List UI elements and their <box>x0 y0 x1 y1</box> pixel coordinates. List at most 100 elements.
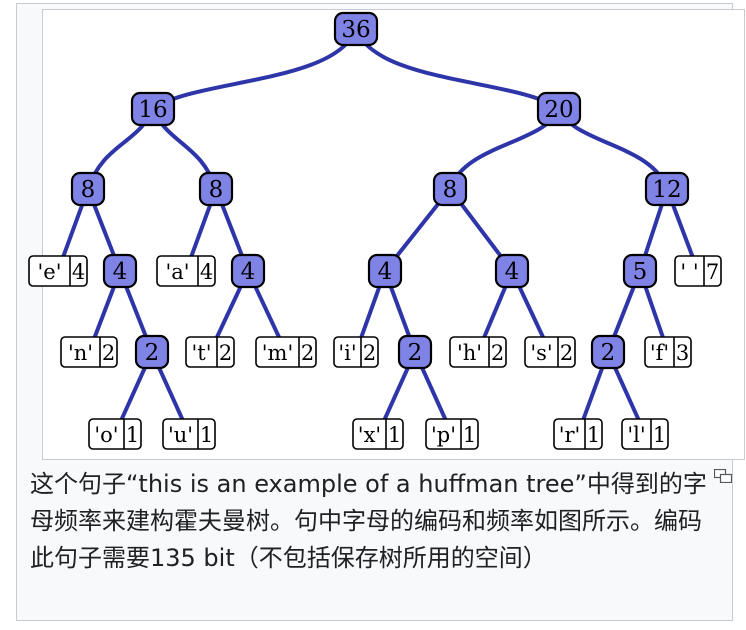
leaf-char: 'n' <box>68 341 93 365</box>
leaf-node-p: 'p'1 <box>425 418 479 450</box>
node-box <box>230 253 266 289</box>
leaf-box <box>352 418 404 450</box>
node-box <box>432 171 468 207</box>
leaf-box <box>644 336 692 368</box>
node-weight: 16 <box>138 97 167 123</box>
leaf-frequency: 3 <box>676 341 689 365</box>
node-box <box>130 91 176 127</box>
node-weight: 4 <box>378 259 393 285</box>
node-weight: 4 <box>241 259 256 285</box>
internal-node-4: 4 <box>494 253 530 289</box>
internal-node-4: 4 <box>102 253 138 289</box>
internal-node-8: 8 <box>198 171 234 207</box>
leaf-frequency: 1 <box>653 423 666 447</box>
leaf-node-n: 'n' 2 <box>60 336 118 368</box>
node-weight: 2 <box>601 340 616 366</box>
node-box <box>367 253 403 289</box>
internal-node-2: 2 <box>397 334 433 370</box>
internal-node-5: 5 <box>622 253 658 289</box>
tree-leaves: 'e'4'a'4' '7'n'2't'2'm'2'i'2'h'2's'2'f'3… <box>28 255 722 450</box>
internal-node-8: 8 <box>432 171 468 207</box>
figure-thumbnail <box>16 3 745 621</box>
tree-edge <box>151 27 358 111</box>
node-box <box>198 171 234 207</box>
leaf-frequency: 2 <box>363 341 376 365</box>
leaf-frequency: 2 <box>102 341 115 365</box>
leaf-node-m: 'm' 2 <box>255 336 317 368</box>
node-box <box>134 334 170 370</box>
leaf-char: 'm' <box>262 341 293 365</box>
node-weight: 12 <box>652 177 681 203</box>
leaf-char: 'h' <box>457 341 482 365</box>
node-box <box>644 171 690 207</box>
leaf-char: 's' <box>530 341 552 365</box>
internal-node-20: 20 <box>536 91 582 127</box>
leaf-node-i: 'i' 2 <box>333 336 379 368</box>
leaf-box <box>162 418 216 450</box>
leaf-char: 'f' <box>650 341 669 365</box>
leaf-box <box>425 418 479 450</box>
internal-node-36: 36 <box>333 11 379 47</box>
leaf-box <box>28 255 88 287</box>
leaf-frequency: 4 <box>200 260 213 284</box>
internal-node-8: 8 <box>70 171 106 207</box>
node-box <box>536 91 582 127</box>
leaf-node-x: 'x' 1 <box>352 418 404 450</box>
leaf-box <box>88 418 142 450</box>
internal-node-4: 4 <box>367 253 403 289</box>
leaf-node-h: 'h' 2 <box>449 336 507 368</box>
node-box <box>102 253 138 289</box>
node-weight: 8 <box>443 177 458 203</box>
node-box <box>590 334 626 370</box>
node-weight: 36 <box>341 17 370 43</box>
node-weight: 4 <box>505 259 520 285</box>
node-weight: 2 <box>408 340 423 366</box>
leaf-box <box>156 255 216 287</box>
internal-node-2: 2 <box>134 334 170 370</box>
internal-node-16: 16 <box>130 91 176 127</box>
leaf-char: 'x' <box>358 423 381 447</box>
leaf-char: 'r' <box>559 423 581 447</box>
leaf-node-s: 's'2 <box>524 336 576 368</box>
node-box <box>494 253 530 289</box>
leaf-node-a: 'a' 4 <box>156 255 216 287</box>
leaf-frequency: 1 <box>388 423 401 447</box>
leaf-box <box>185 336 235 368</box>
leaf-char: 't' <box>192 341 212 365</box>
node-weight: 5 <box>633 259 648 285</box>
leaf-frequency: 4 <box>72 260 85 284</box>
leaf-box <box>621 418 669 450</box>
leaf-char: 'o' <box>94 423 118 447</box>
leaf-char: ' ' <box>680 260 698 284</box>
leaf-char: 'p' <box>431 423 456 447</box>
leaf-node-o: 'o' 1 <box>88 418 142 450</box>
leaf-frequency: 1 <box>126 423 139 447</box>
node-weight: 20 <box>544 97 573 123</box>
leaf-char: 'u' <box>168 423 193 447</box>
leaf-node-f: 'f' 3 <box>644 336 692 368</box>
node-box <box>622 253 658 289</box>
leaf-box <box>449 336 507 368</box>
leaf-box <box>60 336 118 368</box>
leaf-char: 'a' <box>165 260 189 284</box>
internal-node-4: 4 <box>230 253 266 289</box>
huffman-tree-image[interactable] <box>42 9 745 460</box>
leaf-box <box>674 255 722 287</box>
leaf-node-e: 'e' 4 <box>28 255 88 287</box>
leaf-char: 'e' <box>38 260 62 284</box>
leaf-char: 'i' <box>338 341 356 365</box>
node-box <box>397 334 433 370</box>
leaf-frequency: 2 <box>491 341 504 365</box>
leaf-node-t: 't'2 <box>185 336 235 368</box>
leaf-frequency: 2 <box>301 341 314 365</box>
node-weight: 4 <box>113 259 128 285</box>
node-weight: 8 <box>209 177 224 203</box>
magnify-clip-icon[interactable] <box>713 468 733 484</box>
node-weight: 8 <box>81 177 96 203</box>
leaf-frequency: 1 <box>587 423 600 447</box>
leaf-char: 'l' <box>627 423 645 447</box>
node-box <box>70 171 106 207</box>
tree-edge <box>354 27 561 111</box>
